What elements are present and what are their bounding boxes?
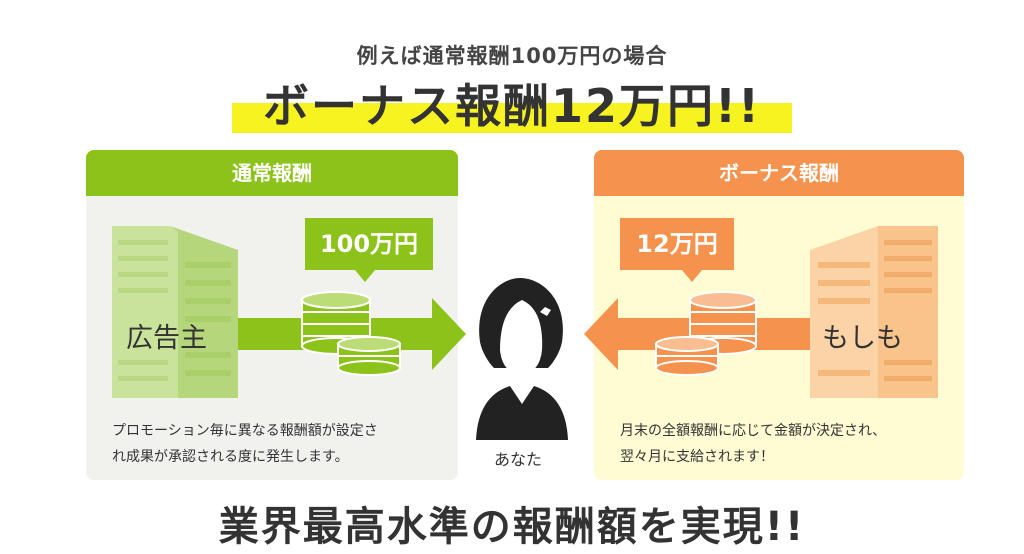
- bonus-amount-badge: 12万円: [620, 218, 734, 270]
- headline: ボーナス報酬12万円!!: [263, 79, 761, 133]
- orange-badge-pointer: [682, 270, 702, 282]
- normal-reward-description: プロモーション毎に異なる報酬額が設定さ れ成果が承認される度に発生します。: [112, 418, 452, 470]
- green-coins-icon: [301, 291, 401, 376]
- advertiser-building-icon: [112, 226, 238, 398]
- footer-tagline: 業界最高水準の報酬額を実現!!: [218, 504, 806, 550]
- normal-reward-panel: 通常報酬: [86, 150, 458, 480]
- green-badge-pointer: [355, 270, 375, 282]
- normal-description-line-2: れ成果が承認される度に発生します。: [112, 449, 349, 465]
- subtitle: 例えば通常報酬100万円の場合: [356, 44, 668, 68]
- moshimo-label: もしも: [822, 323, 903, 354]
- person-label: あなた: [493, 450, 542, 469]
- bonus-reward-description: 月末の全額報酬に応じて金額が決定され、 翌々月に支給されます！: [620, 418, 960, 470]
- person-icon: [476, 278, 568, 440]
- normal-reward-title: 通常報酬: [86, 150, 458, 196]
- normal-description-line-1: プロモーション毎に異なる報酬額が設定さ: [112, 423, 378, 439]
- headline-highlight: [232, 103, 792, 133]
- moshimo-building-icon: [810, 226, 938, 398]
- bonus-reward-title: ボーナス報酬: [594, 150, 964, 196]
- orange-coins-icon: [655, 291, 757, 376]
- normal-amount-badge: 100万円: [305, 218, 433, 270]
- bonus-description-line-2: 翌々月に支給されます！: [620, 449, 774, 465]
- advertiser-label: 広告主: [126, 323, 207, 354]
- bonus-description-line-1: 月末の全額報酬に応じて金額が決定され、: [620, 423, 887, 439]
